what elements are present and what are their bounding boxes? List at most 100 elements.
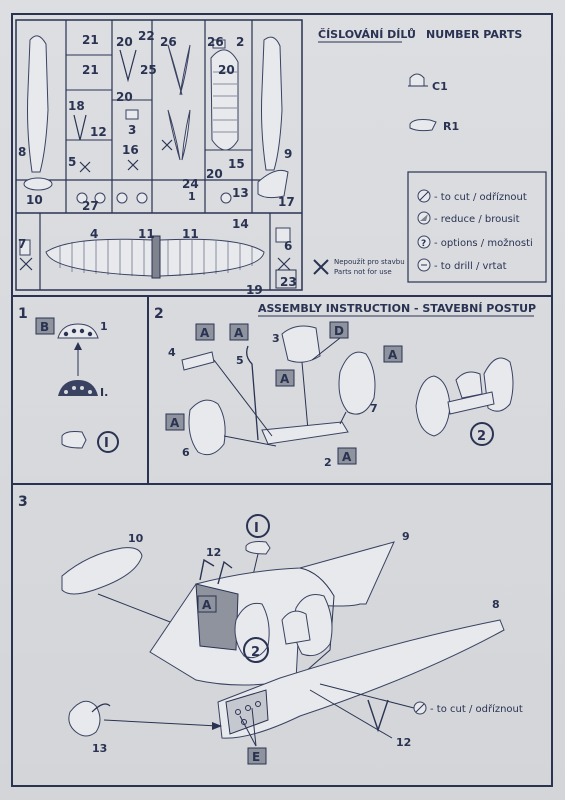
sprue-number: 18 — [68, 99, 85, 113]
resin-part-r1-icon — [409, 119, 437, 132]
step2-box-a — [337, 447, 357, 465]
step2-part-5: 5 — [236, 354, 244, 367]
sprue-number: 11 — [138, 227, 155, 241]
sprue-number: 22 — [138, 29, 155, 43]
step2-stick — [246, 345, 259, 441]
sprue-number: 14 — [232, 217, 249, 231]
resin-part-r1-label: R1 — [443, 120, 459, 133]
sprue-number: 24 — [182, 177, 199, 191]
step2-box-a — [195, 323, 215, 341]
legend-label: - to cut / odříznout — [434, 191, 527, 203]
step3-circle-2-label: 2 — [251, 645, 260, 660]
step3-cowl-10 — [61, 547, 143, 595]
step2-box-a — [275, 369, 295, 387]
page-border — [11, 13, 553, 787]
step3-part-12: 12 — [206, 546, 221, 559]
sprue-number: 8 — [18, 145, 26, 159]
svg-text:A: A — [200, 326, 210, 340]
sprue-number: 20 — [116, 90, 133, 104]
step3-fuselage — [149, 541, 395, 686]
sprue-number: 20 — [116, 35, 133, 49]
sprue-number: 10 — [26, 193, 43, 207]
legend-box — [407, 171, 547, 283]
step2-part-7: 7 — [370, 402, 378, 415]
step2-floor — [261, 421, 349, 445]
options-icon — [417, 235, 431, 249]
step3-propeller — [68, 700, 101, 737]
legend-label: - to drill / vrtat — [434, 261, 507, 272]
step2-rudder-bar — [181, 351, 215, 371]
step2-title: ASSEMBLY INSTRUCTION - STAVEBNÍ POSTUP — [258, 302, 536, 315]
sprue-number: 1 — [188, 190, 196, 203]
sprue-number: 9 — [284, 147, 292, 161]
sprue-number: 13 — [232, 186, 249, 200]
legend-drill: - to drill / vrtat — [417, 258, 507, 272]
sprue-number: 15 — [228, 157, 245, 171]
not-for-use-x-icon — [313, 259, 329, 275]
parts-title-en: NUMBER PARTS — [426, 28, 522, 41]
step3-box-a — [197, 595, 217, 613]
sprue-number: 20 — [206, 167, 223, 181]
svg-text:D: D — [334, 324, 344, 338]
svg-text:?: ? — [421, 239, 426, 249]
step3-circle-2 — [243, 637, 269, 663]
svg-text:A: A — [342, 450, 352, 464]
step2-box-d — [329, 321, 349, 339]
svg-text:A: A — [202, 598, 212, 612]
step2-number: 2 — [154, 306, 164, 322]
svg-text:A: A — [234, 326, 244, 340]
step2-seat — [281, 325, 321, 363]
step1-panel — [57, 323, 99, 339]
step2-circle-label: 2 — [477, 429, 486, 444]
svg-text:A: A — [388, 348, 398, 362]
step3-part-9: 9 — [402, 530, 410, 543]
step3-part-12b: 12 — [396, 736, 411, 749]
step3-circle-i — [246, 514, 270, 538]
sprue-number: 26 — [207, 35, 224, 49]
step2-circle — [470, 422, 494, 446]
sprue-number: 5 — [68, 155, 76, 169]
step3-fuselage-8 — [217, 619, 505, 739]
step1-circle — [97, 431, 119, 453]
step1-box — [35, 317, 55, 335]
sprue-number: 21 — [82, 33, 99, 47]
step2-bulkhead-7 — [338, 351, 376, 415]
resin-part-c1-icon — [409, 73, 425, 87]
legend-label: - options / možnosti — [434, 237, 533, 249]
step1-number: 1 — [18, 306, 28, 322]
svg-text:E: E — [252, 750, 260, 764]
sprue-number: 2 — [236, 35, 244, 49]
parts-title-cz: ČÍSLOVÁNÍ DÍLŮ — [318, 28, 416, 41]
step1-box-label: B — [40, 320, 49, 334]
legend-cut: - to cut / odříznout — [417, 189, 527, 203]
sprue-number: 27 — [82, 199, 99, 213]
legend-reduce: - reduce / brousit — [417, 211, 520, 225]
legend-options: ? - options / možnosti — [417, 235, 533, 249]
step3-number: 3 — [18, 494, 28, 510]
step3-part-10: 10 — [128, 532, 144, 545]
step2-part-4: 4 — [168, 346, 176, 359]
step2-box-a — [383, 345, 403, 363]
step1-part-number: 1 — [100, 320, 108, 333]
sprue-number: 11 — [182, 227, 199, 241]
sprue-number: 20 — [218, 63, 235, 77]
step1-roman: I. — [100, 386, 108, 399]
sprue-part-numbers: 21 21 20 22 26 26 2 20 25 20 18 12 3 8 5… — [18, 29, 297, 297]
sprue-number: 19 — [246, 283, 263, 297]
resin-part-c1-label: C1 — [432, 80, 448, 93]
step3-windshield — [245, 541, 271, 555]
legend-label: - reduce / brousit — [434, 214, 520, 225]
sprue-number: 7 — [18, 237, 26, 251]
sprue-number: 4 — [90, 227, 98, 241]
step3-part-8: 8 — [492, 598, 500, 611]
step1-circle-label: I — [104, 436, 109, 451]
step2-part-3: 3 — [272, 332, 280, 345]
not-for-use-line1: Nepoužít pro stavbu — [334, 258, 405, 266]
sprue-frame — [15, 19, 303, 291]
sprue-number: 16 — [122, 143, 139, 157]
sprue-number: 26 — [160, 35, 177, 49]
step2-part-6: 6 — [182, 446, 190, 459]
sprue-number: 6 — [284, 239, 292, 253]
sprue-number: 25 — [140, 63, 157, 77]
